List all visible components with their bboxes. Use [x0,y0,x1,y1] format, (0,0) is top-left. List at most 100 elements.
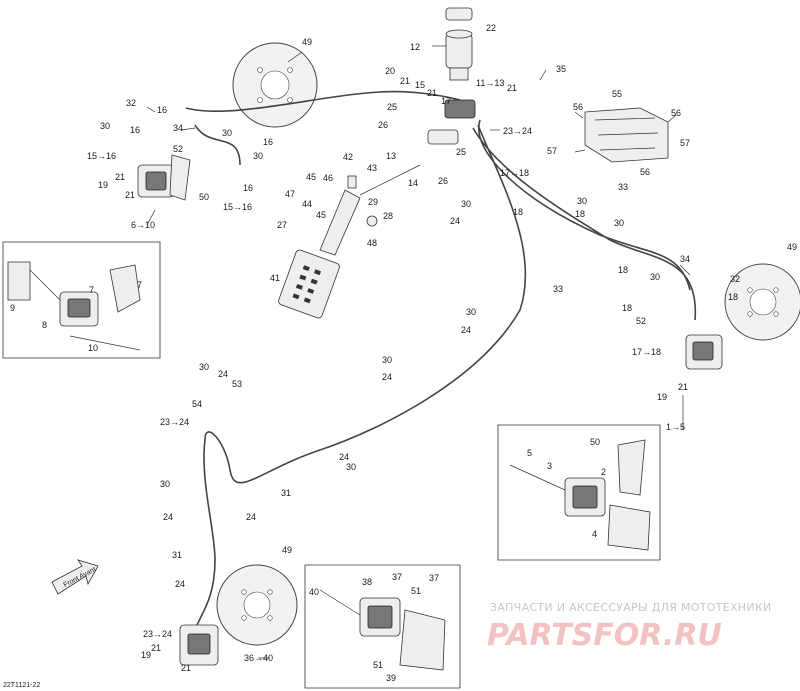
callout-21: 21 [115,172,125,182]
callout-56: 56 [640,167,650,177]
callout-54: 54 [192,399,202,409]
callout-24: 24 [163,512,173,522]
callout-22: 22 [486,23,496,33]
caliper-rear [179,624,219,666]
callout-31: 31 [172,550,182,560]
brake-lines [185,90,697,631]
callout-19: 19 [98,180,108,190]
watermark-tagline: ЗАПЧАСТИ И АКСЕССУАРЫ ДЛЯ МОТОТЕХНИКИ [490,601,772,614]
callout-11-13: 11→13 [476,78,504,88]
callout-45: 45 [306,172,316,182]
callout-49: 49 [787,242,797,252]
callout-15-16: 15→16 [87,151,116,161]
callout-41: 41 [270,273,280,283]
master-cylinder-reservoir [427,7,476,145]
callout-16: 16 [157,105,167,115]
brake-disc-rear [216,564,298,646]
callout-24: 24 [218,369,228,379]
callout-44: 44 [302,199,312,209]
callout-21: 21 [507,83,517,93]
inset-front-right-caliper [497,424,661,561]
callout-30: 30 [160,479,170,489]
callout-51: 51 [411,586,421,596]
callout-24: 24 [175,579,185,589]
callout-3: 3 [547,461,552,471]
callout-25: 25 [456,147,466,157]
callout-35: 35 [556,64,566,74]
callout-30: 30 [461,199,471,209]
callout-56: 56 [671,108,681,118]
figure-code: 22T1121-22 [3,682,40,689]
callout-39: 39 [386,673,396,683]
callout-33: 33 [618,182,628,192]
callout-10: 10 [88,343,98,353]
watermark-brand: PARTSFOR.RU [487,618,722,653]
callout-56: 56 [573,102,583,112]
callout-7: 7 [137,280,142,290]
callout-49: 49 [302,37,312,47]
callout-17: 17 [441,96,451,106]
callout-30: 30 [577,196,587,206]
callout-32: 32 [126,98,136,108]
callout-18: 18 [513,207,523,217]
brake-disc-front-left [232,42,318,128]
callout-9: 9 [10,303,15,313]
callout-57: 57 [547,146,557,156]
callout-21: 21 [151,643,161,653]
callout-34: 34 [680,254,690,264]
callout-36-40: 36→40 [244,653,273,663]
callout-30: 30 [614,218,624,228]
callout-18: 18 [622,303,632,313]
callout-17-18: 17→18 [632,347,661,357]
callout-21: 21 [181,663,191,673]
callout-20: 20 [385,66,395,76]
brake-shield-plate [584,107,669,163]
callout-40: 40 [309,587,319,597]
callout-15: 15 [415,80,425,90]
callout-24: 24 [382,372,392,382]
callout-21: 21 [125,190,135,200]
callout-1-5: 1→5 [666,422,685,432]
callout-27: 27 [277,220,287,230]
callout-19: 19 [657,392,667,402]
callout-46: 46 [323,173,333,183]
callout-16: 16 [243,183,253,193]
callout-30: 30 [100,121,110,131]
callout-26: 26 [378,120,388,130]
callout-2: 2 [601,467,606,477]
callout-52: 52 [636,316,646,326]
callout-13: 13 [386,151,396,161]
callout-30: 30 [199,362,209,372]
callout-30: 30 [253,151,263,161]
callout-57: 57 [680,138,690,148]
callout-14: 14 [408,178,418,188]
callout-33: 33 [553,284,563,294]
callout-24: 24 [450,216,460,226]
watermark: ЗАПЧАСТИ И АКСЕССУАРЫ ДЛЯ МОТОТЕХНИКИ PA… [487,601,772,653]
callout-37: 37 [392,572,402,582]
callout-55: 55 [612,89,622,99]
callout-23-24: 23→24 [503,126,532,136]
callout-37: 37 [429,573,439,583]
callout-6-10: 6→10 [131,220,155,230]
inset-front-left-caliper [2,241,161,359]
callout-51: 51 [373,660,383,670]
callout-30: 30 [382,355,392,365]
front-direction-arrow: Front Avant [51,559,99,595]
callout-38: 38 [362,577,372,587]
callout-49: 49 [282,545,292,555]
callout-30: 30 [466,307,476,317]
callout-45: 45 [316,210,326,220]
callout-52: 52 [173,144,183,154]
callout-5: 5 [527,448,532,458]
callout-21: 21 [400,76,410,86]
callout-29: 29 [368,197,378,207]
callout-25: 25 [387,102,397,112]
callout-32: 32 [730,274,740,284]
caliper-front-left [137,154,191,201]
callout-8: 8 [42,320,47,330]
callout-4: 4 [592,529,597,539]
caliper-front-right [685,334,723,370]
callout-18: 18 [728,292,738,302]
